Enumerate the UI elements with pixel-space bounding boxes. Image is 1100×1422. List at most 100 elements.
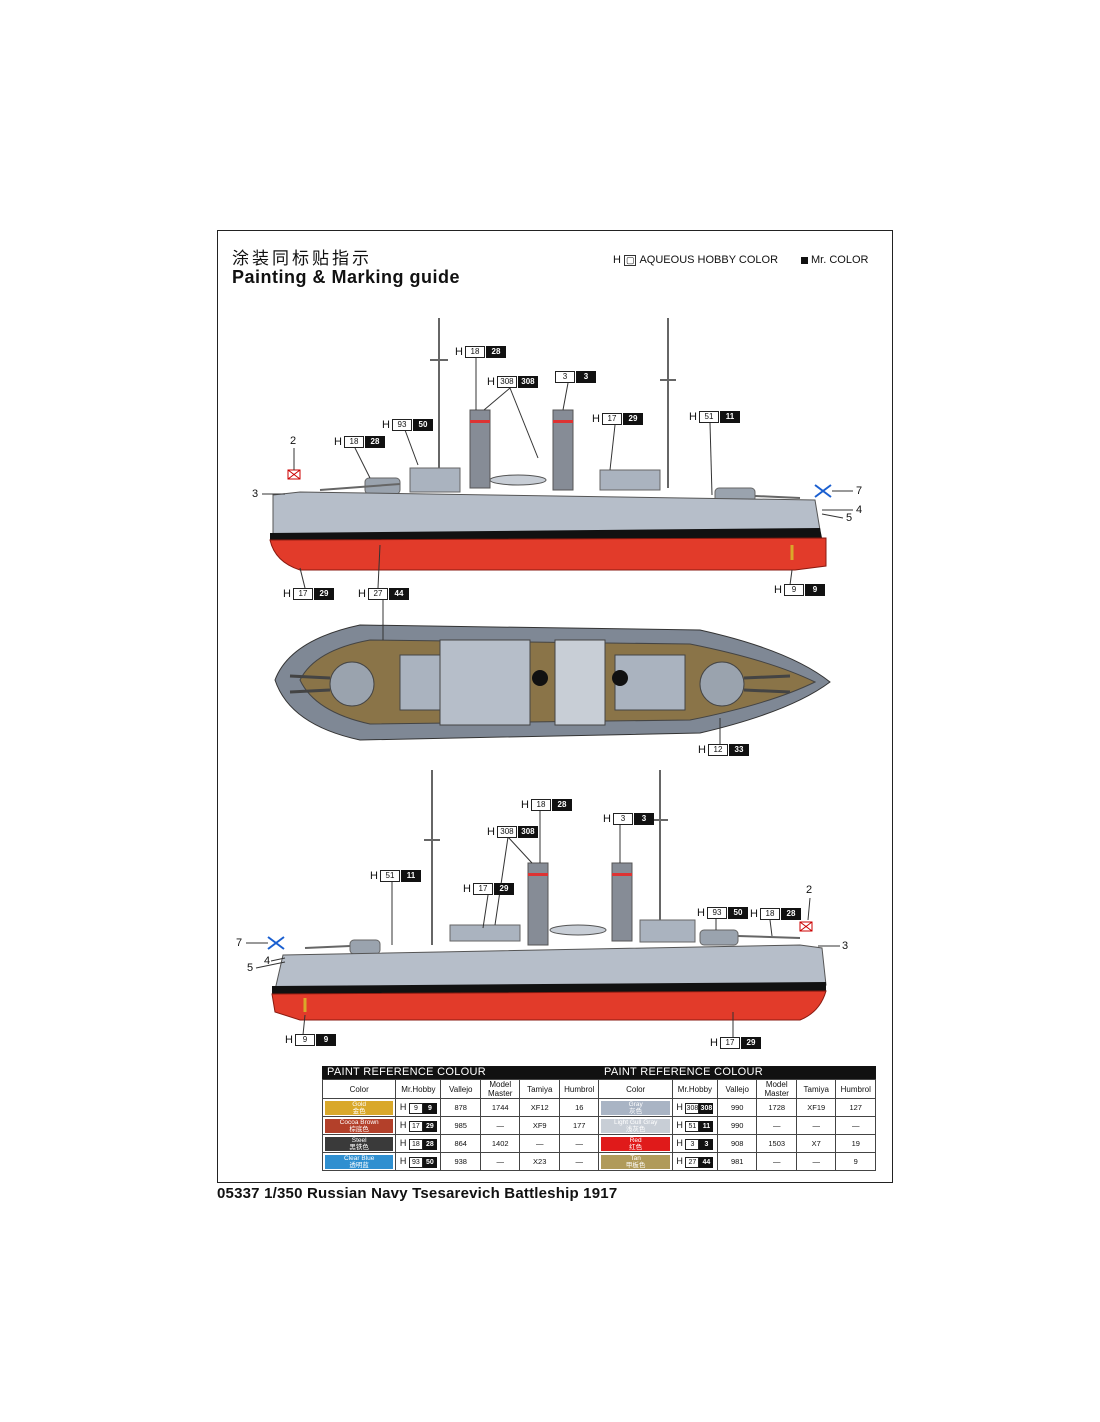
callout-black: 29 (740, 1037, 761, 1049)
tamiya-code: X7 (795, 1134, 837, 1153)
callout-white: 9 (783, 584, 804, 596)
humbrol-code: 177 (558, 1116, 600, 1135)
legend-aqueous-label: AQUEOUS HOBBY COLOR (639, 254, 779, 266)
callout-black: 28 (551, 799, 572, 811)
tamiya-code: — (795, 1152, 837, 1171)
vallejo-code: 938 (440, 1152, 481, 1171)
callout-black: 11 (719, 411, 740, 423)
paint-table-title-left: PAINT REFERENCE COLOUR (327, 1066, 486, 1078)
paint-table-header: PAINT REFERENCE COLOUR PAINT REFERENCE C… (322, 1066, 876, 1079)
vallejo-code: 990 (716, 1098, 758, 1117)
tamiya-code: X23 (519, 1152, 560, 1171)
mr-color-code: 44 (699, 1156, 714, 1168)
callout-white: 18 (343, 436, 364, 448)
legend-h-letter: H (613, 254, 621, 266)
color-name-cn: 黑铁色 (349, 1143, 369, 1151)
color-name-cn: 棕底色 (349, 1125, 369, 1133)
paint-table-title-right: PAINT REFERENCE COLOUR (604, 1066, 763, 1078)
product-footer: 05337 1/350 Russian Navy Tsesarevich Bat… (217, 1185, 618, 1202)
callout-white: 3 (612, 813, 633, 825)
callout-white: 18 (464, 346, 485, 358)
aqueous-code: 93 (408, 1156, 423, 1168)
column-header: Color (598, 1079, 673, 1099)
color-name: Clear Blue (343, 1154, 375, 1162)
model-master-code: — (756, 1152, 797, 1171)
mr-color-code: 11 (699, 1120, 714, 1132)
callout-black: 308 (517, 376, 538, 388)
mr-color-code: 3 (699, 1138, 714, 1150)
column-header: Color (321, 1079, 397, 1099)
tamiya-code: XF9 (519, 1116, 560, 1135)
vallejo-code: 864 (440, 1134, 481, 1153)
model-master-code: — (479, 1152, 521, 1171)
column-header: Mr.Hobby (395, 1079, 442, 1099)
model-master-code: 1402 (479, 1134, 521, 1153)
marking-number: 5 (247, 962, 254, 974)
callout-black: 308 (517, 826, 538, 838)
model-master-code: — (756, 1116, 797, 1135)
side-view-starboard (262, 318, 853, 589)
marking-number: 2 (806, 884, 813, 896)
callout-white: 93 (706, 907, 727, 919)
vallejo-code: 990 (716, 1116, 758, 1135)
column-header: Tamiya (519, 1079, 560, 1099)
color-name-cn: 金色 (352, 1107, 366, 1115)
vallejo-code: 908 (716, 1134, 758, 1153)
callout-black: 50 (412, 419, 433, 431)
callout-black: 29 (313, 588, 334, 600)
model-master-code: 1503 (756, 1134, 797, 1153)
column-header: Model Master (756, 1079, 797, 1099)
column-header: Tamiya (795, 1079, 837, 1099)
callout-white: 12 (707, 744, 728, 756)
callout-white: 308 (496, 376, 517, 388)
tamiya-code: XF19 (795, 1098, 837, 1117)
humbrol-code: — (835, 1116, 876, 1135)
tamiya-code: — (519, 1134, 560, 1153)
mr-color-code: 9 (422, 1102, 437, 1114)
callout-white: 18 (759, 908, 780, 920)
callout-white: 3 (555, 371, 575, 383)
model-master-code: — (479, 1116, 521, 1135)
callout-black: 44 (388, 588, 409, 600)
aqueous-code: 9 (408, 1102, 423, 1114)
color-name-cn: 透明蓝 (349, 1161, 369, 1169)
paint-reference-table: PAINT REFERENCE COLOUR PAINT REFERENCE C… (321, 1066, 876, 1171)
callout-black: 9 (804, 584, 825, 596)
humbrol-code: — (558, 1134, 600, 1153)
aqueous-code: 17 (408, 1120, 423, 1132)
color-name-cn: 灰色 (629, 1107, 643, 1115)
title-english: Painting & Marking guide (232, 267, 461, 287)
callout-black: 50 (727, 907, 748, 919)
